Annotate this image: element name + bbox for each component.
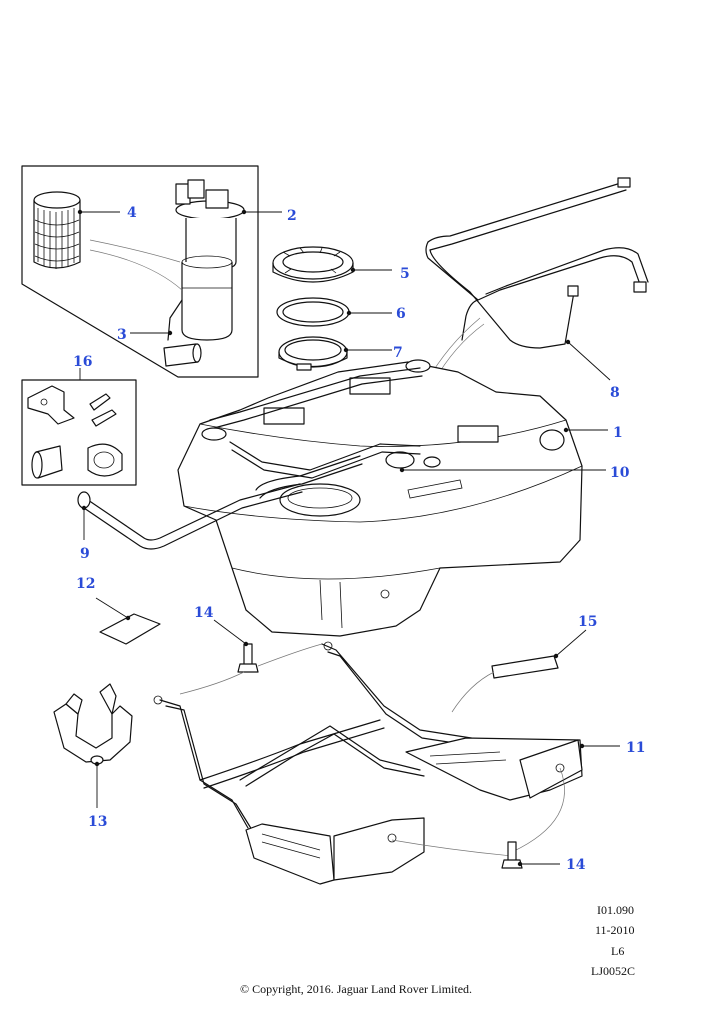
bracket-icon bbox=[27, 385, 75, 425]
callout-10: 10 bbox=[610, 465, 630, 481]
callout-15: 15 bbox=[578, 614, 597, 630]
repair-kit-panel bbox=[21, 368, 137, 486]
callout-6: 6 bbox=[396, 306, 406, 322]
seal-icon bbox=[276, 297, 350, 327]
callout-8: 8 bbox=[610, 385, 620, 401]
sender-ring-icon bbox=[278, 336, 348, 371]
callout-4: 4 bbox=[127, 205, 137, 221]
illustration-id: LJ0052C bbox=[591, 964, 635, 978]
copyright-notice: © Copyright, 2016. Jaguar Land Rover Lim… bbox=[240, 982, 472, 996]
callout-16: 16 bbox=[73, 354, 92, 370]
bolt-icon bbox=[501, 841, 523, 869]
callout-3: 3 bbox=[117, 327, 127, 343]
callout-13: 13 bbox=[88, 814, 107, 830]
locking-ring-icon bbox=[272, 246, 354, 283]
bolt-icon bbox=[179, 643, 323, 695]
reference-code: I01.090 bbox=[597, 903, 634, 917]
fuel-pump-icon bbox=[89, 179, 245, 367]
callout-1: 1 bbox=[613, 425, 623, 441]
hose-clip-icon bbox=[87, 443, 123, 477]
callout-2: 2 bbox=[287, 208, 297, 224]
callout-12: 12 bbox=[76, 576, 95, 592]
label-icon bbox=[99, 613, 161, 645]
filter-icon bbox=[33, 191, 81, 269]
clip-icon bbox=[53, 683, 133, 765]
reference-date: 11-2010 bbox=[595, 923, 635, 937]
reference-engine: L6 bbox=[611, 944, 624, 958]
callout-5: 5 bbox=[400, 266, 410, 282]
filler-pipe-icon bbox=[77, 483, 303, 550]
pad-icon bbox=[451, 655, 559, 713]
rivet-icon bbox=[89, 393, 111, 411]
pump-inset-panel bbox=[21, 165, 259, 378]
callout-14-right: 14 bbox=[566, 857, 586, 873]
cradle-icon bbox=[153, 641, 583, 885]
callout-7: 7 bbox=[393, 345, 403, 361]
callout-14: 14 bbox=[194, 605, 214, 621]
callout-11: 11 bbox=[626, 740, 645, 756]
fuel-tank-icon bbox=[177, 359, 583, 637]
callout-9: 9 bbox=[80, 546, 90, 562]
